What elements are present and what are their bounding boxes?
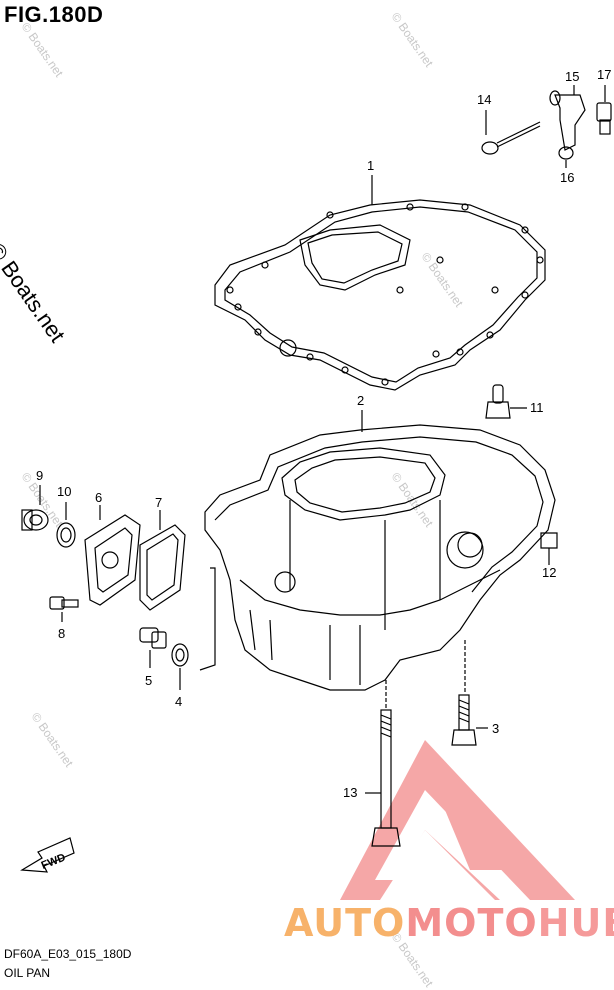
- oil-pan-part-2: [199, 410, 556, 691]
- callout-1: 1: [367, 158, 374, 173]
- fitting-part-11: [485, 384, 527, 419]
- callout-10: 10: [57, 484, 71, 499]
- plug-part-12: [540, 532, 558, 565]
- callout-6: 6: [95, 490, 102, 505]
- brand-part-auto: AUTO: [284, 901, 406, 945]
- brand-logo-mark: [340, 740, 575, 900]
- bolt-part-17: [596, 85, 612, 135]
- callout-17: 17: [597, 67, 611, 82]
- oring-part-10: [56, 502, 76, 548]
- bolt-part-13: [365, 680, 401, 847]
- brand-wordmark: AUTOMOTOHUB: [284, 901, 614, 945]
- forward-arrow: FWD: [20, 837, 75, 873]
- callout-13: 13: [343, 785, 357, 800]
- gasket-part-1: [214, 175, 546, 391]
- strainer-part-6: [84, 505, 141, 606]
- figure-title: FIG.180D: [4, 2, 104, 27]
- callout-16: 16: [560, 170, 574, 185]
- callout-7: 7: [155, 495, 162, 510]
- callout-9: 9: [36, 468, 43, 483]
- diagram-code: DF60A_E03_015_180D: [4, 947, 132, 961]
- callout-14: 14: [477, 92, 491, 107]
- callout-15: 15: [565, 69, 579, 84]
- callout-12: 12: [542, 565, 556, 580]
- callout-11: 11: [530, 400, 544, 415]
- dipstick-part-14: [481, 110, 541, 155]
- plug-part-9: [21, 485, 49, 531]
- bolt-part-3: [451, 640, 488, 746]
- diagram-name: OIL PAN: [4, 966, 51, 980]
- callout-3: 3: [492, 721, 499, 736]
- brand-part-hub: HUB: [537, 901, 614, 945]
- gasket-part-7: [139, 510, 186, 611]
- drain-plug-part-5: [139, 627, 167, 668]
- fwd-label: FWD: [40, 852, 68, 873]
- brand-part-moto: MOTO: [405, 901, 538, 945]
- washer-part-4: [171, 643, 189, 690]
- callout-2: 2: [357, 393, 364, 408]
- guide-tube-part-15: [549, 85, 586, 151]
- callout-5: 5: [145, 673, 152, 688]
- bolt-part-8: [49, 596, 79, 622]
- callout-4: 4: [175, 694, 182, 709]
- callout-8: 8: [58, 626, 65, 641]
- gasket-part-16: [558, 146, 574, 168]
